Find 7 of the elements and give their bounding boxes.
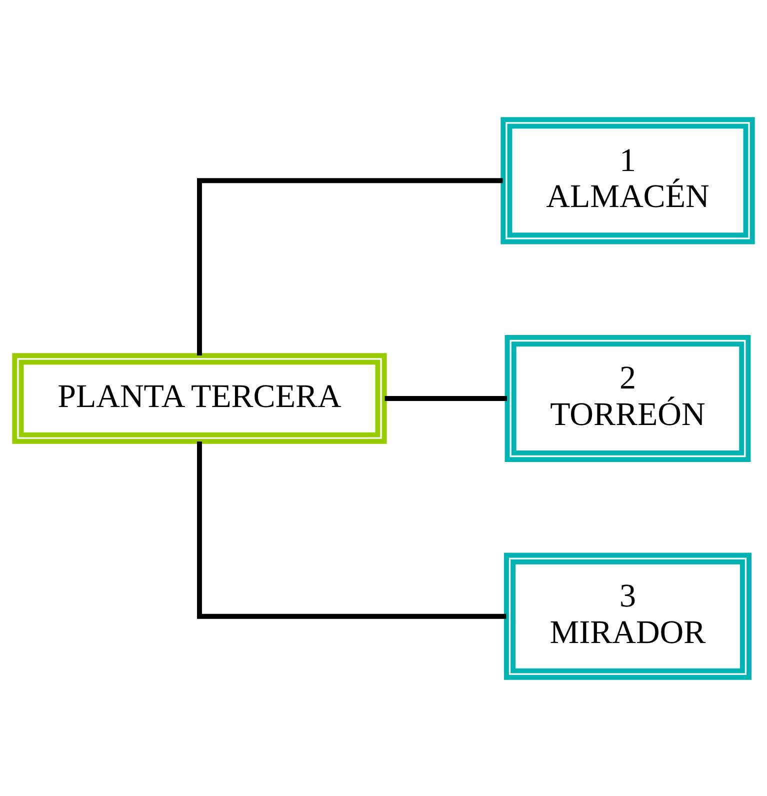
connector [197, 178, 503, 355]
connector [197, 441, 506, 618]
node-box: 3 MIRADOR [504, 552, 752, 680]
node-box: 1 ALMACÉN [500, 116, 755, 244]
node-box: 2 TORREÓN [504, 334, 751, 462]
connector [384, 396, 507, 400]
node-box: PLANTA TERCERA [12, 352, 387, 444]
